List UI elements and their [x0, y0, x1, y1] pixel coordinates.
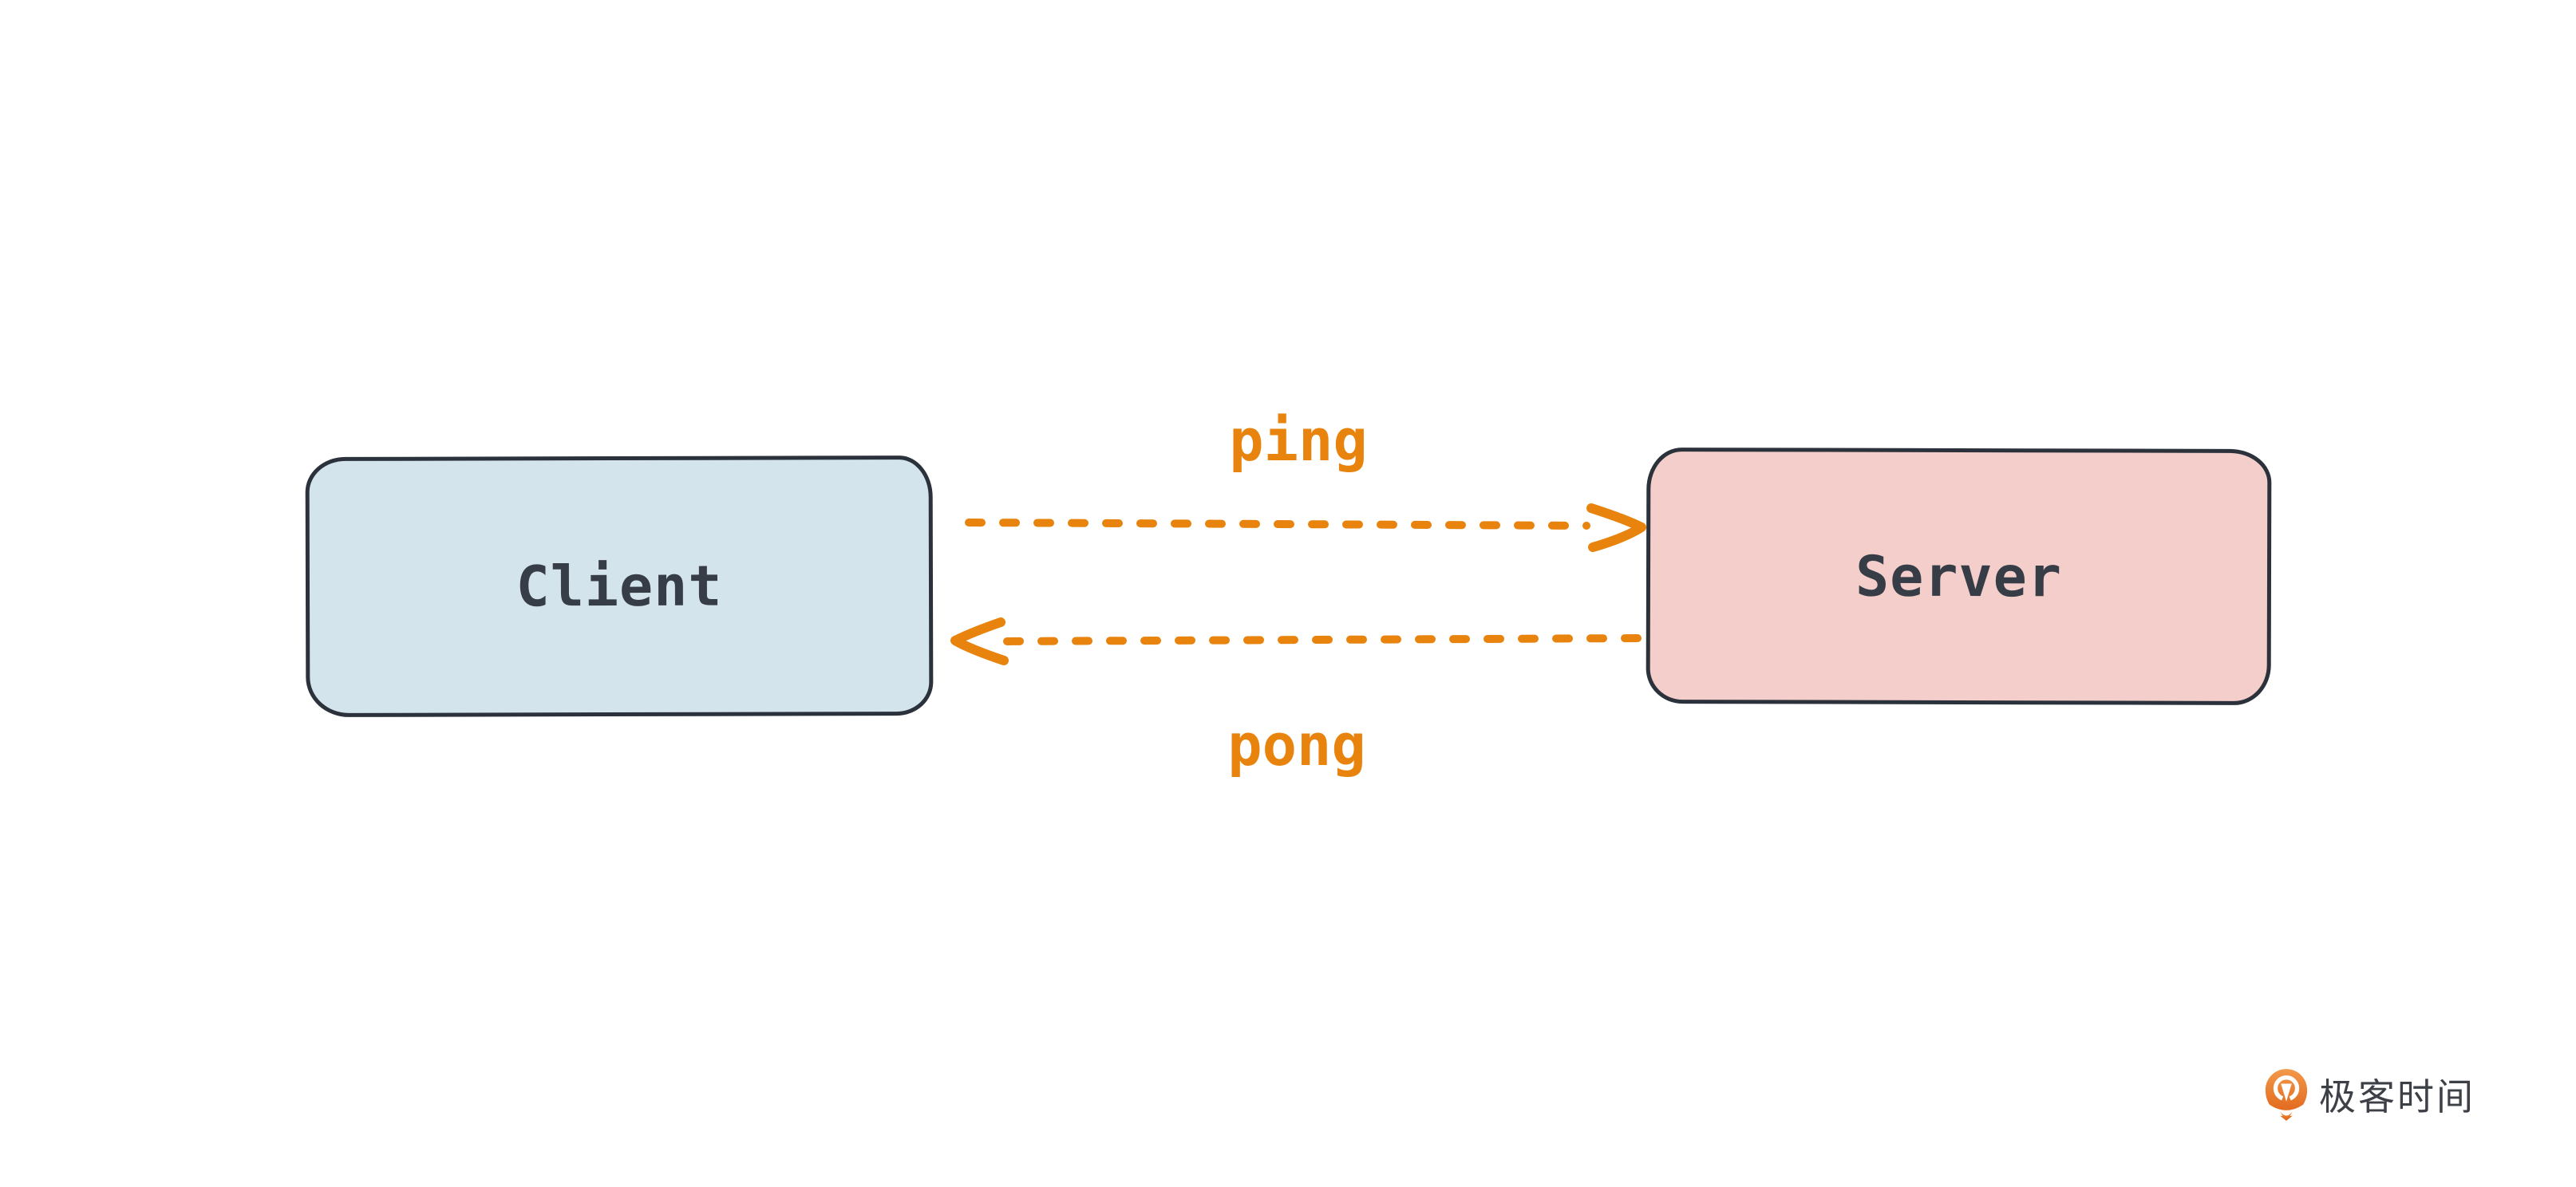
pong-arrow — [950, 617, 1642, 665]
pong-label: pong — [1227, 712, 1366, 779]
ping-arrow — [965, 503, 1646, 552]
ping-label: ping — [1229, 407, 1368, 474]
ping-arrowhead-icon — [1586, 503, 1646, 552]
ping-dashed-line — [965, 519, 1590, 530]
brand-logo: 极客时间 — [2263, 1066, 2475, 1123]
pong-arrowhead-icon — [950, 617, 1009, 665]
pong-dashed-line — [994, 634, 1642, 645]
geektime-logo-text: 极客时间 — [2319, 1075, 2475, 1118]
geektime-logo-icon — [2265, 1069, 2308, 1121]
